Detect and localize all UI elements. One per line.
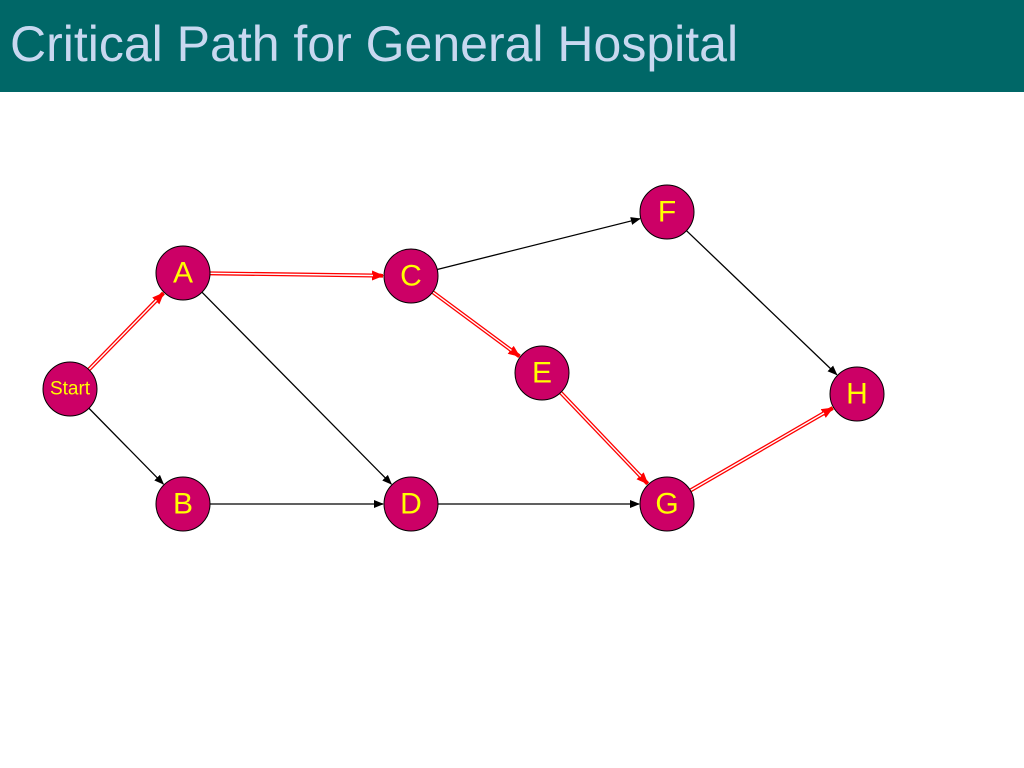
node-label-d: D [400,488,422,521]
node-circle-a [155,245,211,301]
node-circle-c [383,248,439,304]
node-circle-g [639,476,695,532]
edge-f-h [686,230,838,376]
node-a: A [155,245,211,301]
node-g: G [639,476,695,532]
node-circle-b [155,476,211,532]
node-d: D [383,476,439,532]
node-circle-h [829,366,885,422]
page-title: Critical Path for General Hospital [10,16,739,72]
edge-c-f [437,217,641,271]
node-start: Start [42,361,98,417]
edge-c-e [431,290,521,358]
node-circle-f [639,184,695,240]
node-circle-start [42,361,98,417]
node-label-start: Start [50,379,91,400]
node-label-e: E [532,357,552,390]
edge-a-d [201,291,393,485]
edge-g-h [689,406,834,493]
node-label-a: A [173,257,193,290]
edge-e-g [559,391,650,486]
node-c: C [383,248,439,304]
node-e: E [514,345,570,401]
node-label-f: F [658,196,676,229]
node-label-c: C [400,260,422,293]
node-circle-e [514,345,570,401]
edge-layer [87,217,838,508]
node-label-b: B [173,488,193,521]
node-label-h: H [846,378,868,411]
node-b: B [155,476,211,532]
edge-start-a [87,291,165,372]
node-label-g: G [655,488,678,521]
node-h: H [829,366,885,422]
edge-a-c [209,270,385,281]
node-layer: Start A B C D E F G H [42,184,885,532]
title-bar: Critical Path for General Hospital [0,0,1024,92]
node-f: F [639,184,695,240]
edge-start-b [88,407,165,485]
node-circle-d [383,476,439,532]
